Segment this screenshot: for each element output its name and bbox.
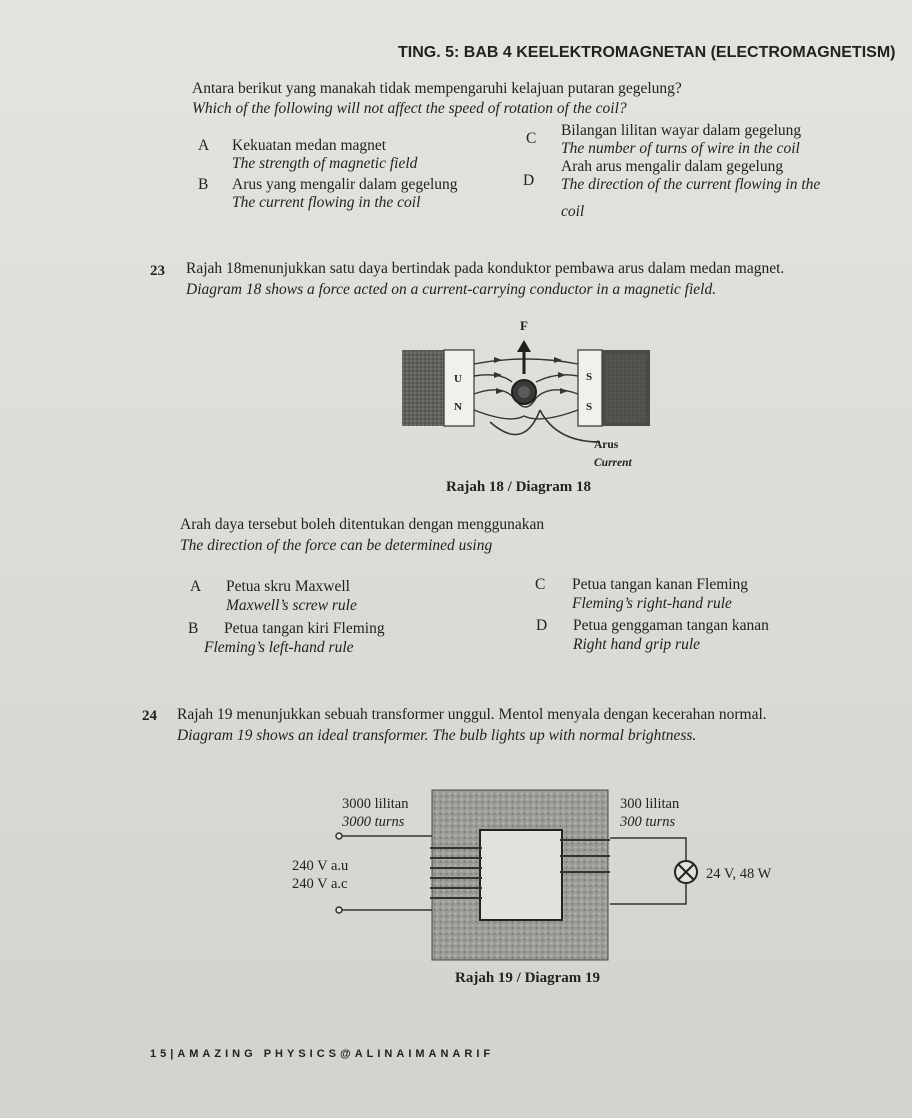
- arus-label: Arus: [594, 439, 619, 451]
- diagram-18-caption: Rajah 18 / Diagram 18: [446, 479, 591, 495]
- core-window: [479, 829, 563, 921]
- q23-option-c-malay: Petua tangan kanan Fleming: [572, 576, 749, 593]
- q23-option-d-english: Right hand grip rule: [573, 636, 701, 653]
- pole-s2-label: S: [586, 401, 592, 413]
- secondary-turns-malay: 300 lilitan: [620, 796, 680, 812]
- primary-turns-english: 3000 turns: [341, 814, 405, 830]
- force-arrow-head: [517, 340, 531, 352]
- q23-stem-malay: Rajah 18menunjukkan satu daya bertindak …: [186, 260, 785, 277]
- q23-option-c-english: Fleming’s right-hand rule: [572, 595, 732, 612]
- page-header: TING. 5: BAB 4 KEELEKTROMAGNETAN (ELECTR…: [398, 44, 896, 61]
- q23-number: 23: [150, 263, 165, 279]
- q23-option-d-malay: Petua genggaman tangan kanan: [573, 617, 769, 634]
- bulb-cross-2: [677, 863, 695, 881]
- q22-stem-english: Which of the following will not affect t…: [192, 100, 627, 117]
- q22-option-c-malay: Bilangan lilitan wayar dalam gegelung: [561, 122, 802, 139]
- q23-option-a-malay: Petua skru Maxwell: [226, 578, 350, 595]
- q23-option-a-english: Maxwell’s screw rule: [226, 597, 357, 614]
- q22-option-d-english-cont: coil: [561, 203, 585, 220]
- q23-prompt-malay: Arah daya tersebut boleh ditentukan deng…: [180, 516, 545, 533]
- q22-option-d-malay: Arah arus mengalir dalam gegelung: [561, 158, 784, 175]
- q22-option-d-letter: D: [523, 172, 535, 189]
- q23-prompt-english: The direction of the force can be determ…: [180, 537, 493, 554]
- q22-option-c-letter: C: [526, 130, 537, 147]
- q22-option-c-english: The number of turns of wire in the coil: [561, 140, 800, 157]
- south-magnet-texture: [606, 354, 646, 422]
- q22-option-a-letter: A: [198, 137, 210, 154]
- q22-option-a-malay: Kekuatan medan magnet: [232, 137, 387, 154]
- q22-option-d-english: The direction of the current flowing in …: [561, 176, 821, 193]
- q23-option-c-letter: C: [535, 576, 546, 593]
- south-pole-face: [577, 349, 603, 427]
- secondary-turns-english: 300 turns: [619, 814, 676, 830]
- diagram-19-caption: Rajah 19 / Diagram 19: [455, 970, 600, 986]
- q24-number: 24: [142, 708, 157, 724]
- q23-option-b-letter: B: [188, 620, 199, 637]
- supply-voltage-english: 240 V a.c: [292, 876, 347, 892]
- q24-stem-malay: Rajah 19 menunjukkan sebuah transformer …: [177, 706, 767, 723]
- primary-turns-malay: 3000 lilitan: [342, 796, 409, 812]
- field-arrowheads: [494, 357, 568, 394]
- q22-option-b-english: The current flowing in the coil: [232, 194, 421, 211]
- force-label: F: [520, 318, 528, 333]
- q23-option-b-malay: Petua tangan kiri Fleming: [224, 620, 385, 637]
- q23-option-d-letter: D: [536, 617, 548, 634]
- north-magnet-body: [402, 350, 444, 426]
- primary-coil: [430, 847, 482, 899]
- north-pole-face: [443, 349, 475, 427]
- diagram-19-transformer: 3000 lilitan 3000 turns 300 lilitan 300 …: [292, 789, 772, 961]
- pole-s1-label: S: [586, 371, 592, 383]
- q23-option-a-letter: A: [190, 578, 202, 595]
- diagram-18-magnet-conductor: F U N S S Arus: [402, 318, 650, 469]
- conductor-core: [518, 386, 530, 398]
- pole-u-label: U: [454, 373, 462, 385]
- q22-option-a-english: The strength of magnetic field: [232, 155, 418, 172]
- primary-terminal-top: [335, 832, 343, 840]
- current-wire-tail: [539, 409, 601, 443]
- pole-n-label: N: [454, 401, 462, 413]
- q22-option-b-letter: B: [198, 176, 209, 193]
- current-wire-path: [489, 409, 541, 436]
- secondary-wire-bottom: [610, 884, 687, 905]
- q23-option-b-english: Fleming’s left-hand rule: [204, 639, 354, 656]
- primary-terminal-bottom: [335, 906, 343, 914]
- q23-stem-english: Diagram 18 shows a force acted on a curr…: [186, 281, 717, 298]
- q22-option-b-malay: Arus yang mengalir dalam gegelung: [232, 176, 458, 193]
- current-label: Current: [594, 457, 633, 469]
- q24-stem-english: Diagram 19 shows an ideal transformer. T…: [177, 727, 697, 744]
- q22-stem-malay: Antara berikut yang manakah tidak mempen…: [192, 80, 682, 97]
- supply-voltage-malay: 240 V a.u: [292, 858, 348, 874]
- secondary-coil: [560, 839, 610, 873]
- secondary-wire-top: [610, 837, 687, 860]
- page-footer: 15|AMAZING PHYSICS@ALINAIMANARIF: [150, 1048, 495, 1060]
- bulb-rating-label: 24 V, 48 W: [706, 866, 772, 882]
